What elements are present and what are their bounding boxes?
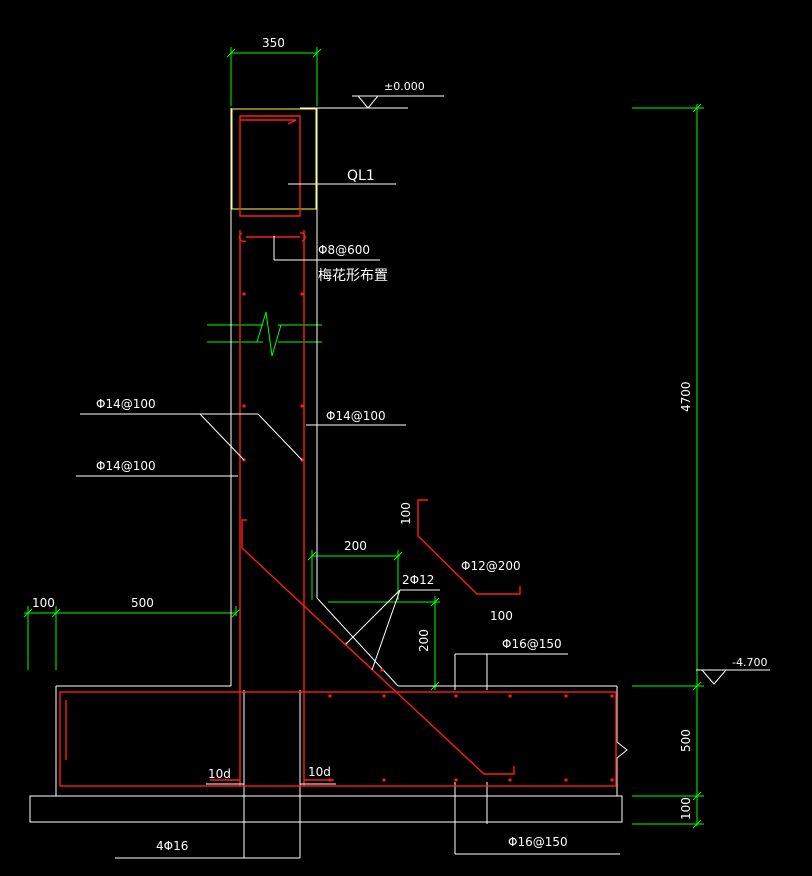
- beam-name: QL1: [347, 168, 375, 184]
- anchor-left-label: 10d: [208, 767, 231, 781]
- dim-200-horizontal: 200: [344, 539, 367, 553]
- tie-bar-note: 梅花形布置: [318, 268, 388, 284]
- footing-bottom-bar-label: Φ16@150: [508, 835, 568, 849]
- rebar-dots: [242, 292, 614, 782]
- wall-inner-bar-label: Φ14@100: [326, 409, 386, 423]
- dimension-lines: [23, 47, 704, 829]
- elevation-top: ±0.000: [384, 80, 425, 93]
- reinforcement: [59, 115, 617, 787]
- wall-vertical-bar-label: Φ14@100: [96, 459, 156, 473]
- tie-bar-label: Φ8@600: [318, 243, 370, 257]
- dim-hook-100-vertical: 100: [399, 502, 413, 525]
- corner-bars-label: 2Φ12: [402, 573, 434, 587]
- beam-ql1-outline: [231, 108, 317, 210]
- structure-outline: [29, 107, 628, 859]
- dim-pad-thickness: 100: [679, 797, 693, 820]
- dim-wall-width: 350: [262, 36, 285, 50]
- dim-hook-100-horizontal: 100: [490, 609, 513, 623]
- footing-long-bar-label: 4Φ16: [156, 839, 188, 853]
- elevation-bottom: -4.700: [732, 656, 767, 669]
- wall-outer-bar-label: Φ14@100: [96, 397, 156, 411]
- dim-left-100: 100: [32, 596, 55, 610]
- dim-footing-thickness: 500: [679, 729, 693, 752]
- dim-200-vertical: 200: [417, 629, 431, 652]
- dim-total-height: 4700: [679, 381, 693, 412]
- anchor-right-label: 10d: [308, 765, 331, 779]
- leader-lines: [76, 95, 770, 785]
- footing-top-bar-label: Φ16@150: [502, 637, 562, 651]
- dim-left-500: 500: [131, 596, 154, 610]
- haunch-bar-label: Φ12@200: [461, 559, 521, 573]
